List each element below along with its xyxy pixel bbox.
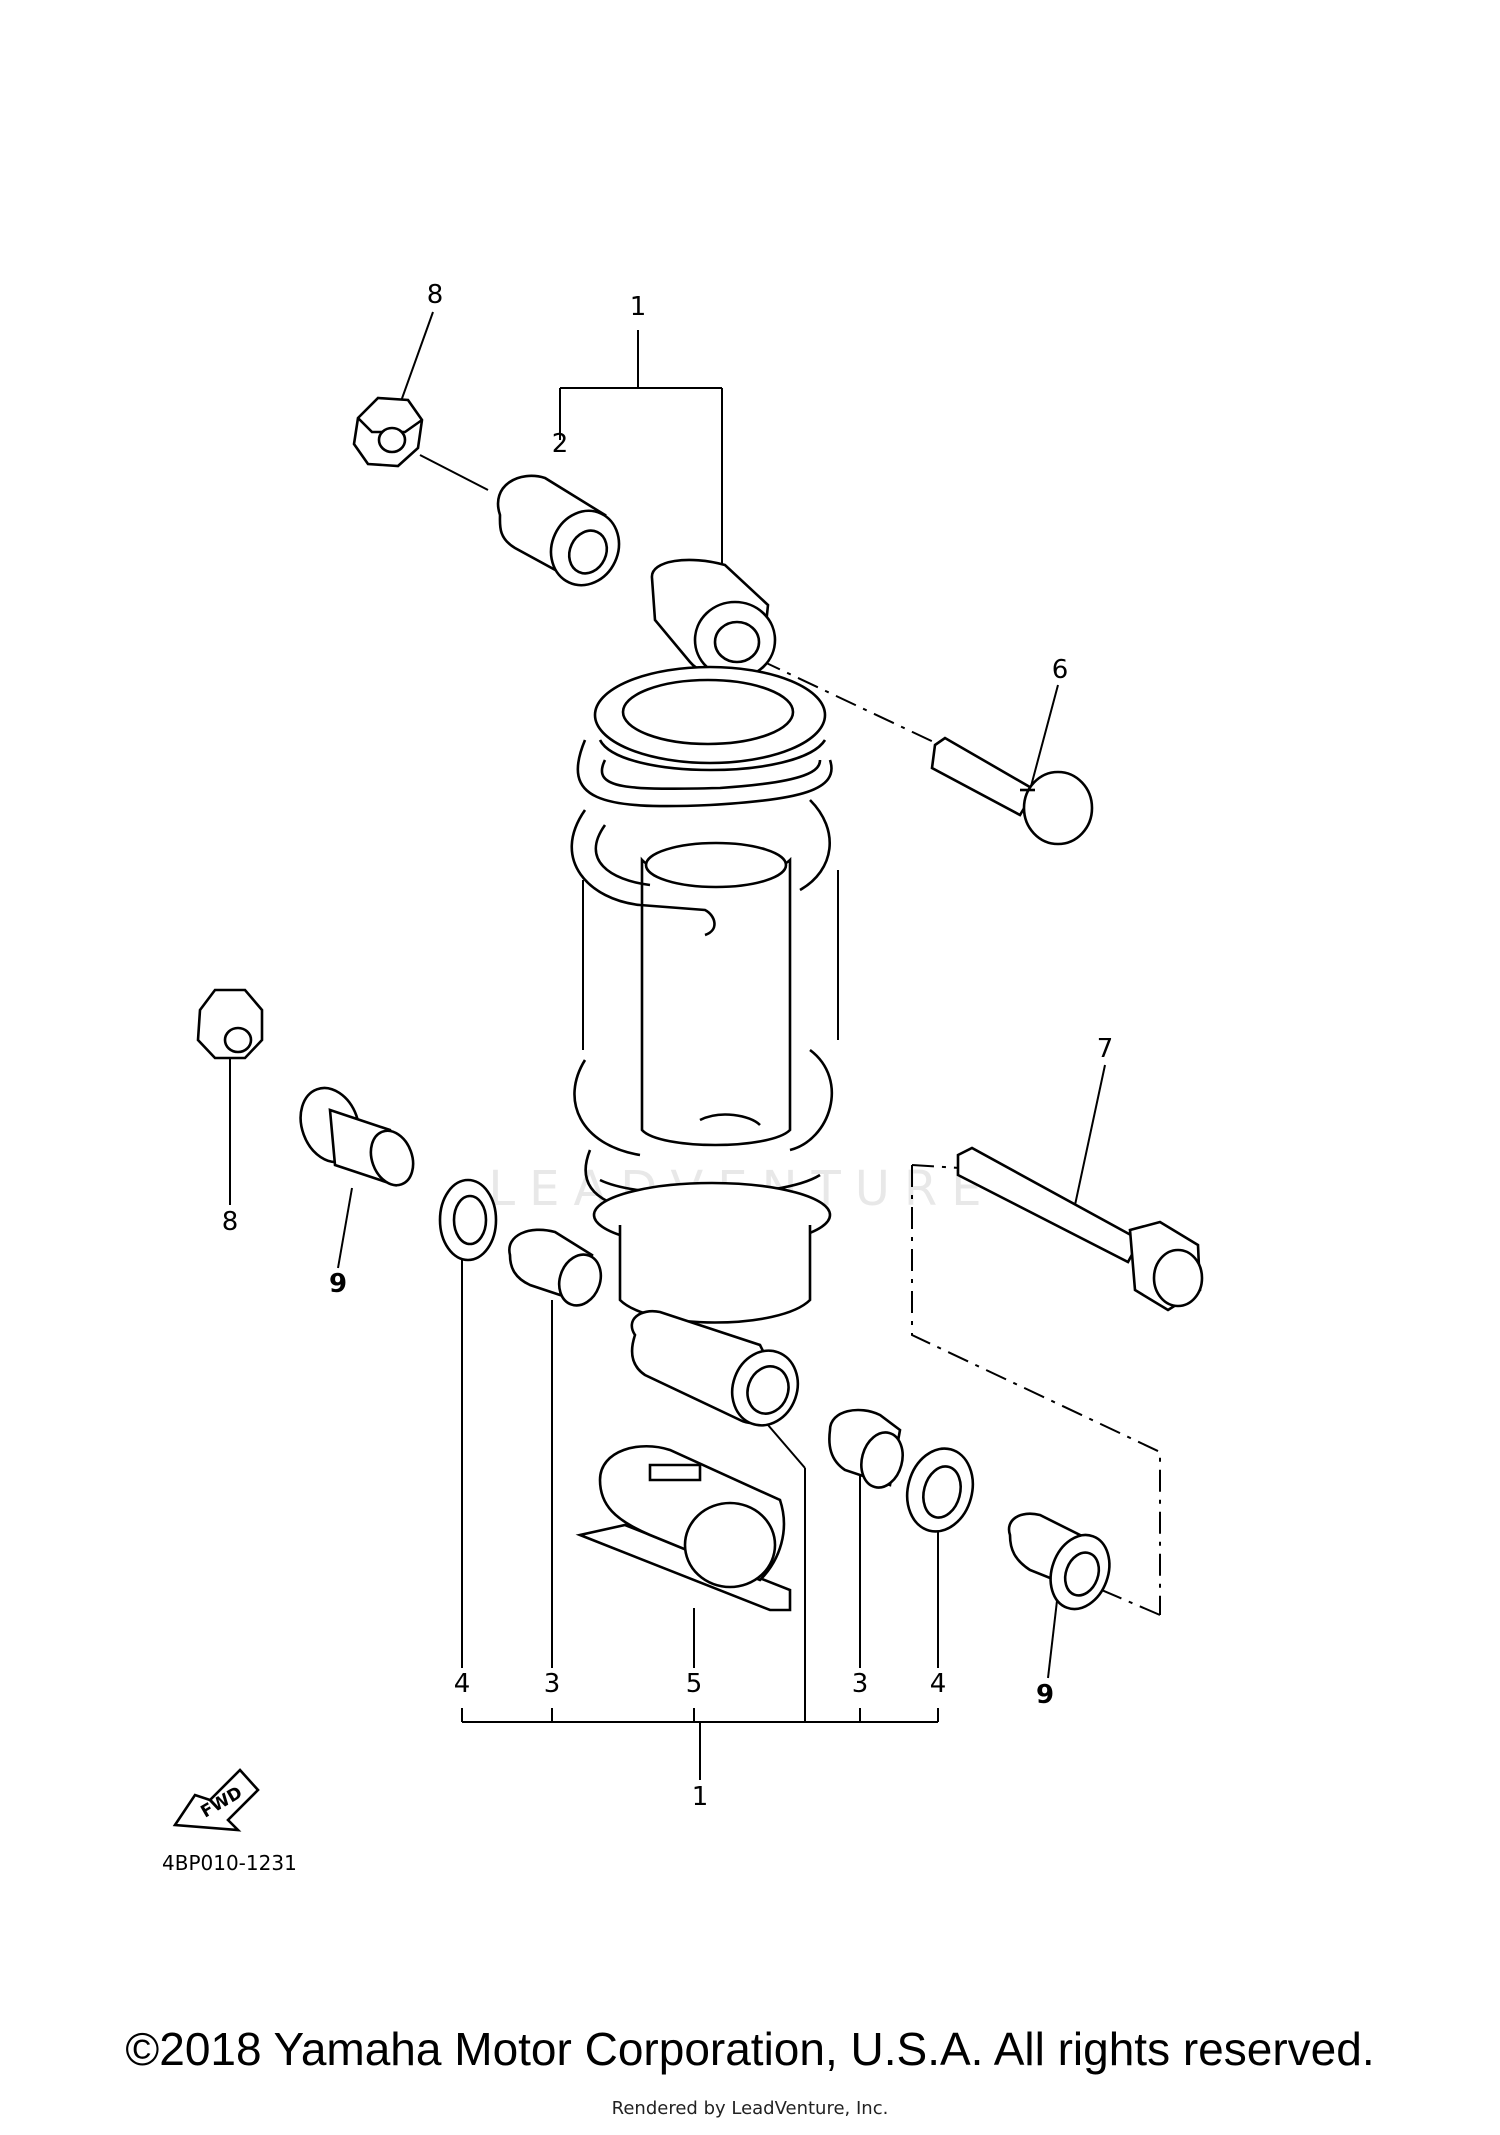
callout-3-left: 3 (544, 1669, 561, 1699)
callout-7: 7 (1097, 1034, 1114, 1064)
copyright-notice: ©2018 Yamaha Motor Corporation, U.S.A. A… (125, 2023, 1375, 2075)
rear-shock-absorber[interactable] (570, 558, 834, 1435)
callout-8-left: 8 (222, 1207, 239, 1237)
bolt-lower[interactable] (956, 1146, 1204, 1312)
nut-left[interactable] (196, 988, 264, 1060)
fwd-arrow-icon: FWD (172, 1768, 260, 1832)
callout-numbers: 1 8 2 6 7 8 9 4 3 5 3 4 9 1 (222, 280, 1114, 1812)
protector[interactable] (575, 1444, 792, 1612)
callout-3-right: 3 (852, 1669, 869, 1699)
callout-8-top: 8 (427, 280, 444, 310)
callout-9-right: 9 (1036, 1680, 1054, 1710)
collar-top[interactable] (496, 474, 631, 597)
collar-right[interactable] (1007, 1512, 1119, 1618)
nut-top[interactable] (352, 396, 424, 468)
callout-5: 5 (686, 1669, 703, 1699)
rendered-by-notice: Rendered by LeadVenture, Inc. (611, 2098, 889, 2119)
bush-right[interactable] (828, 1408, 908, 1492)
callout-6: 6 (1052, 655, 1069, 685)
callout-9-left: 9 (329, 1269, 347, 1299)
collar-left[interactable] (291, 1080, 421, 1191)
seal-left[interactable] (438, 1178, 498, 1262)
callout-1-bottom: 1 (692, 1782, 709, 1812)
figure-code: 4BP010-1231 (162, 1851, 297, 1875)
bush-left[interactable] (508, 1228, 607, 1311)
callout-4-left: 4 (454, 1669, 471, 1699)
callout-2: 2 (552, 429, 569, 459)
leader-lines (229, 311, 1161, 1780)
seal-right[interactable] (898, 1441, 982, 1539)
callout-4-right: 4 (930, 1669, 947, 1699)
bolt-upper[interactable] (930, 736, 1094, 846)
callout-1-top: 1 (630, 292, 647, 322)
